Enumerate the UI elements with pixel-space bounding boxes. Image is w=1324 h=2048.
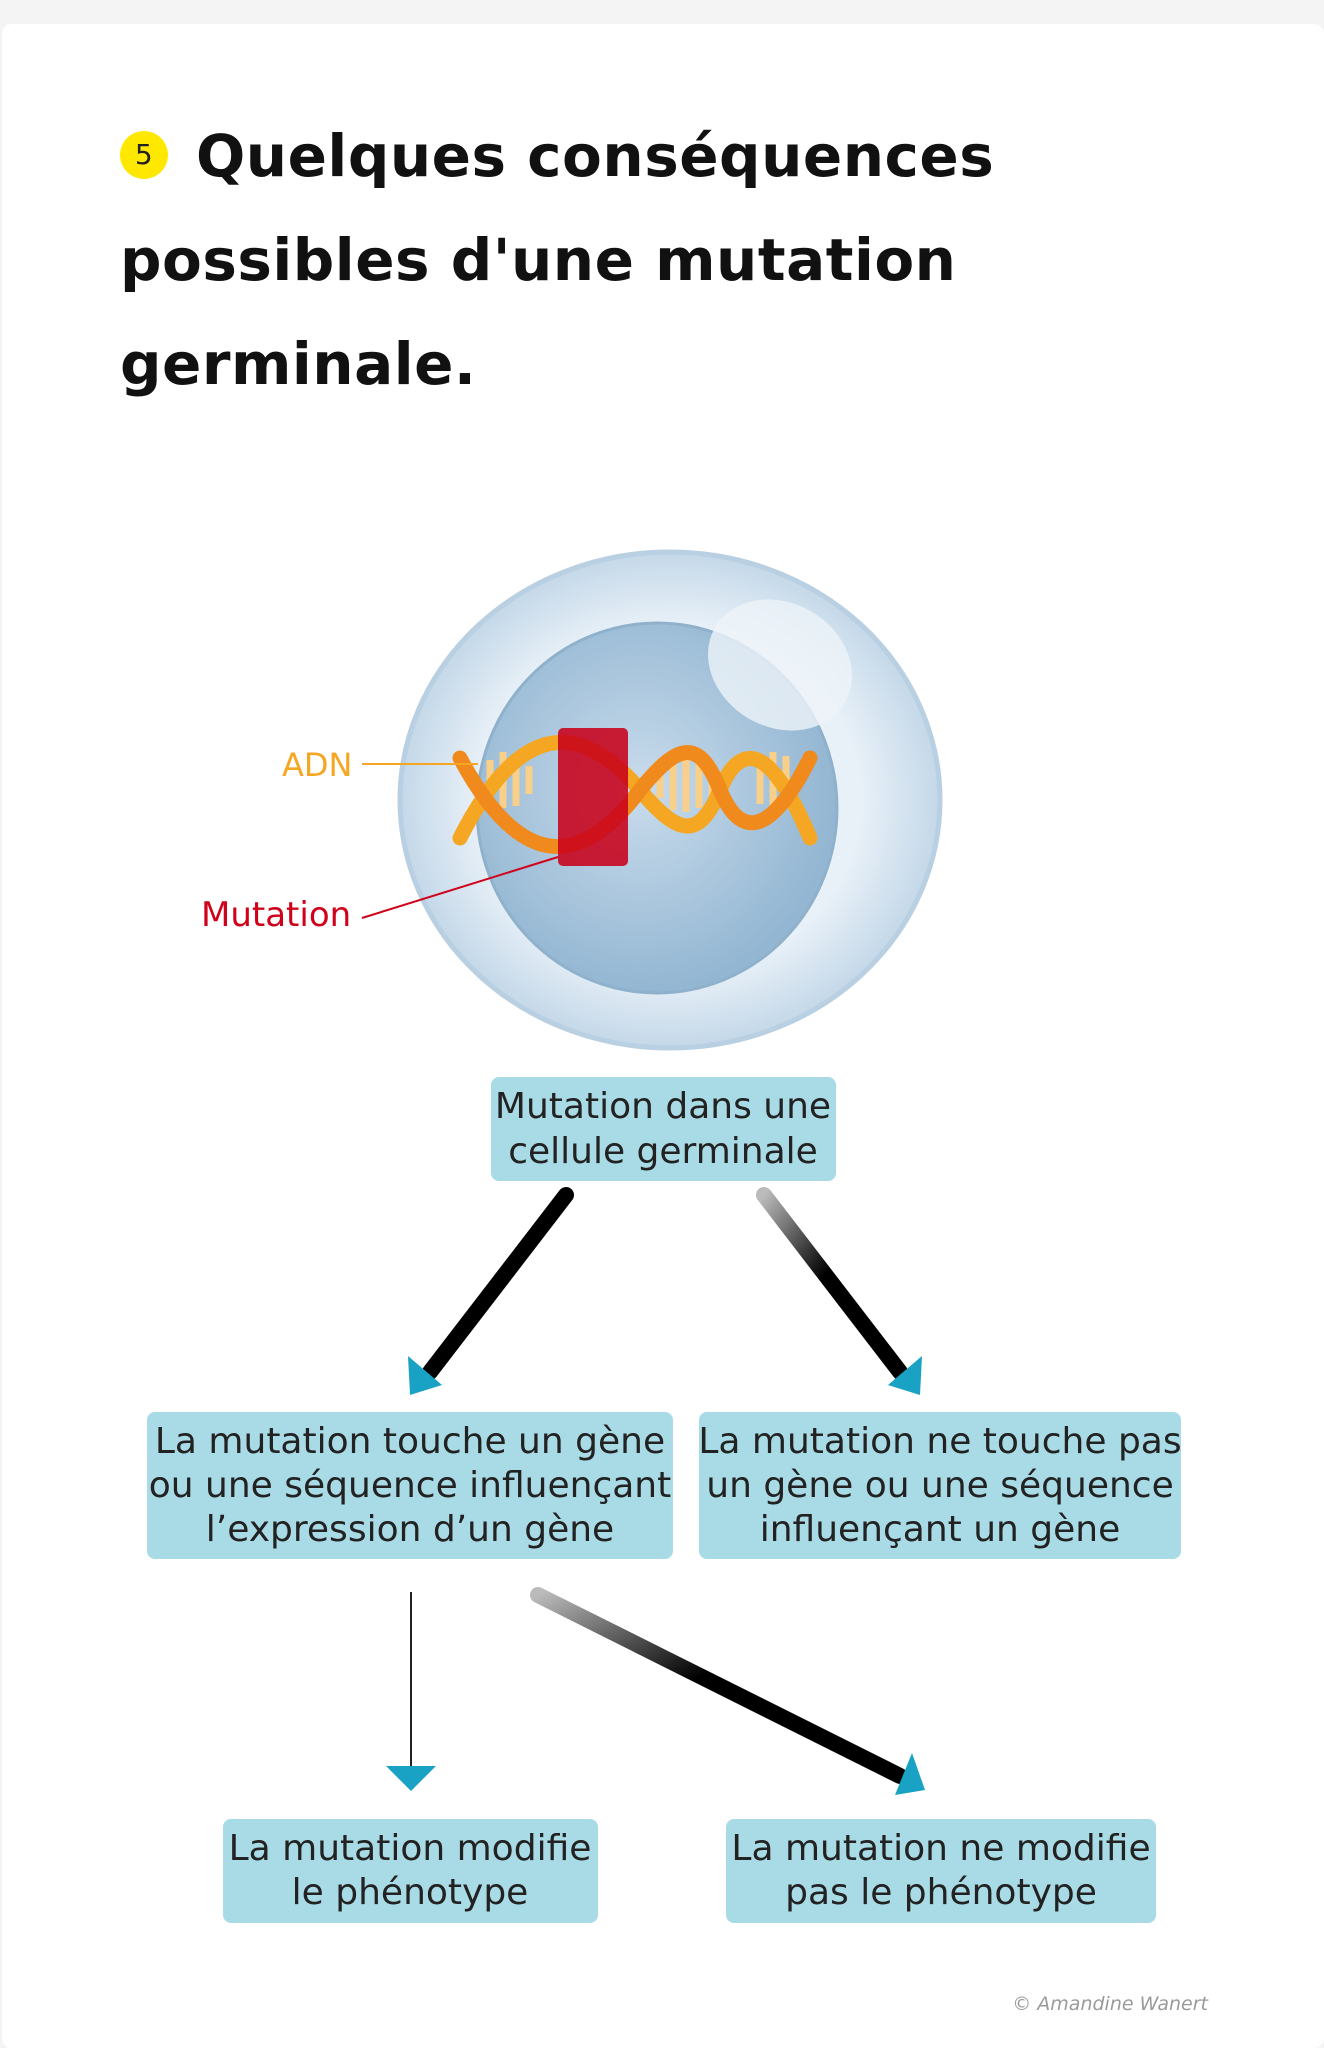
arrowhead-icon bbox=[386, 1766, 436, 1791]
box-germinal-line-1: Mutation dans une bbox=[495, 1086, 831, 1127]
title-text: Quelques conséquences possibles d'une mu… bbox=[120, 122, 995, 398]
arrow-to-not-modifies bbox=[530, 1587, 925, 1795]
box-not-modifies-line-1: La mutation ne modifie bbox=[731, 1828, 1150, 1869]
step-badge: 5 bbox=[120, 131, 168, 179]
box-no-gene-line-3: influençant un gène bbox=[760, 1509, 1121, 1550]
mutation-marker bbox=[558, 728, 628, 866]
box-modifies-phenotype: La mutation modifie le phénotype bbox=[223, 1819, 598, 1923]
box-modifies-line-2: le phénotype bbox=[292, 1872, 529, 1913]
arrow-to-no-gene bbox=[756, 1187, 922, 1395]
box-touches-gene: La mutation touche un gène ou une séquen… bbox=[147, 1412, 673, 1559]
box-germinal-line-2: cellule germinale bbox=[508, 1131, 818, 1172]
box-germinal-cell: Mutation dans une cellule germinale bbox=[491, 1077, 836, 1181]
mutation-leader-line bbox=[361, 856, 559, 919]
box-no-gene-line-1: La mutation ne touche pas bbox=[698, 1421, 1181, 1462]
box-modifies-line-1: La mutation modifie bbox=[229, 1828, 592, 1869]
arrowhead-icon bbox=[895, 1753, 925, 1795]
box-no-gene: La mutation ne touche pas un gène ou une… bbox=[698, 1412, 1182, 1559]
mutation-label: Mutation bbox=[201, 895, 351, 935]
cell-highlight bbox=[708, 599, 852, 731]
arrow-to-touches-gene bbox=[408, 1187, 574, 1395]
arrowhead-icon bbox=[888, 1356, 922, 1395]
dna-label: ADN bbox=[282, 746, 352, 784]
box-not-modifies-phenotype: La mutation ne modifie pas le phénotype bbox=[726, 1819, 1156, 1923]
arrowhead-icon bbox=[408, 1356, 442, 1395]
dna-helix bbox=[452, 734, 818, 854]
box-not-modifies-line-2: pas le phénotype bbox=[785, 1872, 1097, 1913]
image-credit: © Amandine Wanert bbox=[1012, 1993, 1208, 2015]
box-touches-gene-line-1: La mutation touche un gène bbox=[155, 1421, 665, 1462]
box-touches-gene-line-2: ou une séquence influençant bbox=[149, 1465, 672, 1506]
arrow-to-modifies bbox=[386, 1592, 436, 1791]
box-no-gene-line-2: un gène ou une séquence bbox=[706, 1465, 1173, 1506]
box-touches-gene-line-3: l’expression d’un gène bbox=[206, 1509, 614, 1550]
